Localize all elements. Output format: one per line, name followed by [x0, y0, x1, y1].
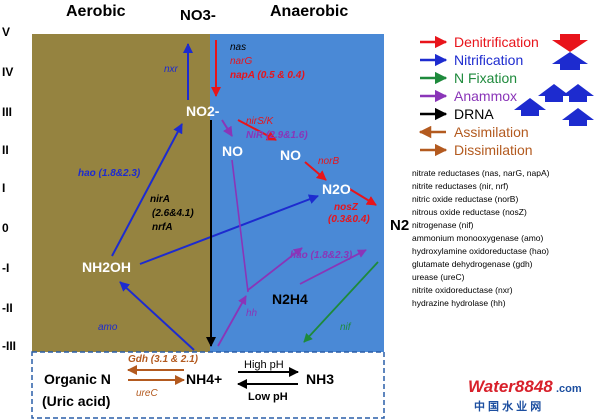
- up-arrow-icon: [538, 84, 570, 102]
- species-nh2oh: NH2OH: [82, 259, 131, 275]
- up-arrow-icon: [552, 52, 588, 70]
- arrow-nh2oh-to-nitrite: [111, 123, 183, 257]
- species-no-b: NO: [280, 147, 301, 163]
- legend-item-assimilation: Assimilation: [418, 124, 529, 140]
- label-urec: ureC: [136, 388, 158, 399]
- label-napa: napA (0.5 & 0.4): [230, 70, 305, 81]
- up-arrow-icon: [562, 108, 594, 126]
- level-minus-i: -I: [2, 261, 9, 275]
- no3-header: NO3-: [180, 7, 216, 24]
- label-hao-right: hao (1.8&2.3): [290, 250, 353, 261]
- label-low-ph: Low pH: [248, 391, 288, 403]
- label-nrfa: nrfA: [152, 222, 173, 233]
- label-nif: nif: [340, 322, 352, 333]
- label-amo: amo: [98, 322, 118, 333]
- label-nirsk: nirS/K: [246, 116, 275, 127]
- enzyme-list-item: nitrogenase (nif): [412, 220, 474, 230]
- arrow-hydrazine-to-n2: [247, 247, 303, 291]
- arrow-ammonium-to-hydrazine: [217, 295, 247, 347]
- legend-label-n-fixation: N Fixation: [454, 70, 517, 86]
- enzyme-labels: nas narG napA (0.5 & 0.4) nxr nirS/K NiR…: [78, 42, 370, 399]
- legend-label-denitrification: Denitrification: [454, 34, 539, 50]
- oxidation-level-axis: V IV III II I 0 -I -II -III: [2, 25, 16, 353]
- arrow-nitrite-to-no-anammox: [221, 119, 233, 137]
- label-hao-left: hao (1.8&2.3): [78, 168, 141, 179]
- enzyme-list-item: nitrous oxide reductase (nosZ): [412, 207, 527, 217]
- anaerobic-header: Anaerobic: [270, 3, 348, 20]
- watermark: Water8848 .com 中 国 水 业 网: [468, 377, 582, 413]
- legend-label-nitrification: Nitrification: [454, 52, 523, 68]
- label-high-ph: High pH: [244, 359, 284, 371]
- legend: Denitrification Nitrification N Fixation…: [418, 34, 594, 158]
- label-nira-value: (2.6&4.1): [152, 208, 194, 219]
- arrow-nitrite-to-no: [237, 119, 277, 141]
- level-v: V: [2, 25, 10, 39]
- species-uric-acid: (Uric acid): [42, 393, 110, 409]
- arrow-n2-fixation: [303, 261, 379, 343]
- label-hh: hh: [246, 308, 258, 319]
- enzyme-list-item: hydroxylamine oxidoreductase (hao): [412, 246, 549, 256]
- arrow-no-to-n2o: [304, 161, 327, 181]
- enzyme-list-item: urease (ureC): [412, 272, 465, 282]
- label-nir: NiR (2.9&1.6): [246, 130, 308, 141]
- enzyme-list-item: hydrazine hydrolase (hh): [412, 298, 506, 308]
- bottom-zone: [31, 351, 385, 419]
- aerobic-zone: [32, 34, 210, 352]
- enzyme-list-item: ammonium monooxygenase (amo): [412, 233, 544, 243]
- species-no2: NO2-: [186, 103, 220, 119]
- legend-item-dissimilation: Dissimilation: [420, 142, 533, 158]
- species-organic-n: Organic N: [44, 371, 111, 387]
- watermark-logo: Water8848: [468, 377, 553, 396]
- arrow-ammonium-to-nh2oh: [119, 281, 195, 351]
- legend-label-drna: DRNA: [454, 106, 494, 122]
- label-nosz: nosZ: [334, 202, 359, 213]
- legend-item-nitrification: Nitrification: [420, 52, 588, 70]
- label-nxr: nxr: [164, 64, 179, 75]
- arrow-anammox-to-hydrazine: [231, 159, 249, 293]
- label-norb: norB: [318, 156, 339, 167]
- watermark-cn: 中 国 水 业 网: [474, 399, 541, 413]
- legend-label-anammox: Anammox: [454, 88, 517, 104]
- legend-label-dissimilation: Dissimilation: [454, 142, 533, 158]
- species-n2o: N2O: [322, 181, 351, 197]
- species-n2: N2: [390, 217, 409, 234]
- legend-item-n-fixation: N Fixation: [420, 70, 517, 86]
- legend-item-denitrification: Denitrification: [420, 34, 588, 52]
- label-narg: narG: [230, 56, 252, 67]
- level-i: I: [2, 181, 5, 195]
- level-minus-ii: -II: [2, 301, 13, 315]
- legend-label-assimilation: Assimilation: [454, 124, 529, 140]
- enzyme-list-item: nitrite oxidoreductase (nxr): [412, 285, 513, 295]
- label-nas: nas: [230, 42, 246, 53]
- watermark-dotcom: .com: [556, 383, 582, 395]
- level-minus-iii: -III: [2, 339, 16, 353]
- legend-item-anammox: Anammox: [420, 84, 594, 104]
- enzyme-list-item: nitric oxide reductase (norB): [412, 194, 518, 204]
- down-arrow-icon: [552, 34, 588, 52]
- level-iii: III: [2, 105, 12, 119]
- enzyme-list-item: nitrate reductases (nas, narG, napA): [412, 168, 550, 178]
- species-nh4: NH4+: [186, 371, 222, 387]
- up-arrow-icon: [514, 98, 546, 116]
- arrow-n2o-to-n2: [347, 187, 377, 206]
- label-nosz-value: (0.3&0.4): [328, 214, 370, 225]
- species-nh3: NH3: [306, 371, 334, 387]
- level-ii: II: [2, 143, 9, 157]
- species-n2h4: N2H4: [272, 291, 308, 307]
- aerobic-header: Aerobic: [66, 3, 126, 20]
- legend-item-drna: DRNA: [420, 98, 594, 126]
- arrow-hydrazine-to-n2-right: [299, 249, 367, 285]
- arrow-nh2oh-to-n2o: [139, 194, 319, 265]
- up-arrow-icon: [562, 84, 594, 102]
- enzyme-list-item: glutamate dehydrogenase (gdh): [412, 259, 533, 269]
- enzyme-list: nitrate reductases (nas, narG, napA) nit…: [412, 168, 550, 308]
- level-0: 0: [2, 221, 9, 235]
- species-no: NO: [222, 143, 243, 159]
- label-nira: nirA: [150, 194, 170, 205]
- label-gdh: Gdh (3.1 & 2.1): [128, 354, 199, 365]
- level-iv: IV: [2, 65, 13, 79]
- enzyme-list-item: nitrite reductases (nir, nrf): [412, 181, 509, 191]
